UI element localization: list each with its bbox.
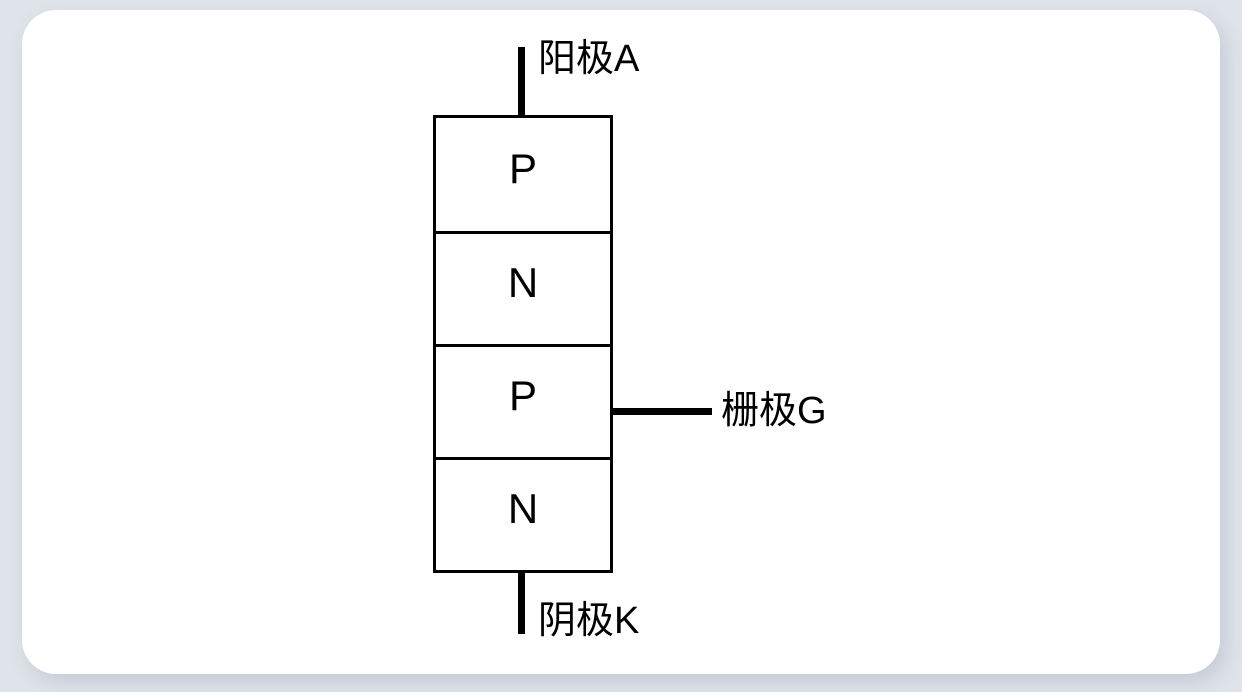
gate-label: 栅极G [721, 390, 827, 432]
layer-1: P [436, 118, 610, 231]
gate-lead-line [610, 408, 712, 415]
layer-2-label: N [507, 259, 539, 306]
pnpn-layer-stack: P N P N [433, 115, 613, 573]
layer-4-label: N [507, 485, 539, 532]
layer-2: N [436, 231, 610, 344]
layer-3: P [436, 344, 610, 457]
layer-1-label: P [508, 144, 537, 192]
cathode-lead-line [518, 570, 525, 634]
diagram-card [22, 10, 1220, 674]
layer-3-label: P [508, 372, 537, 419]
cathode-label: 阴极K [538, 600, 640, 642]
layer-4: N [436, 457, 610, 570]
anode-lead-line [518, 47, 525, 118]
anode-label: 阳极A [538, 38, 640, 80]
